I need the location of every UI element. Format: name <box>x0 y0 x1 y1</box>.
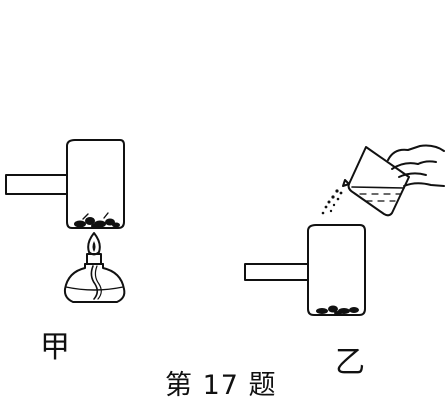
beaker-pouring-hand-icon <box>342 144 445 217</box>
apparatus-yi <box>244 144 445 316</box>
container-yi <box>307 224 366 316</box>
liquid-drops <box>321 189 343 215</box>
lamp-wick <box>90 265 99 300</box>
hand <box>387 144 445 161</box>
label-jia: 甲 <box>40 330 70 365</box>
container-jia <box>66 139 125 229</box>
alcohol-lamp-icon <box>63 232 126 303</box>
handle-yi <box>244 263 309 281</box>
contents-yi <box>316 305 359 315</box>
label-yi: 乙 <box>335 345 365 380</box>
figure-caption: 第 17 题 <box>165 370 277 401</box>
beaker-spout <box>342 179 350 187</box>
beaker <box>347 146 410 217</box>
handle-jia <box>5 174 68 195</box>
apparatus-jia <box>5 139 126 303</box>
lamp-body <box>63 263 126 303</box>
contents-jia <box>74 217 120 229</box>
beaker-liquid <box>351 186 405 189</box>
